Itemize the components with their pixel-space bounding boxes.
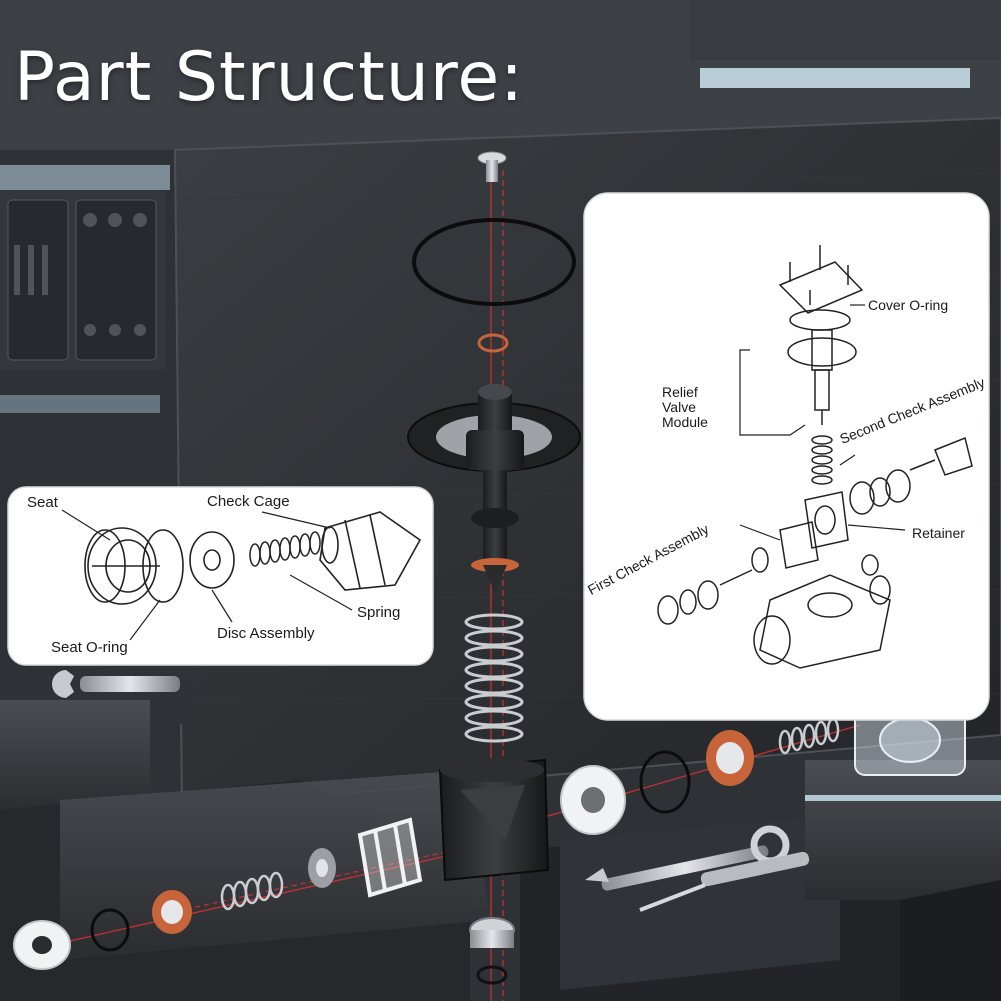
label-spring: Spring: [357, 604, 401, 621]
label-relief-valve-line-3: Module: [662, 414, 708, 430]
left-disc-assembly-icon: [152, 890, 192, 934]
left-callout-leaders: [61, 509, 353, 641]
right-callout-leaders: [739, 304, 906, 541]
cover-o-ring-icon: [412, 218, 576, 306]
wrench-icon: [52, 670, 180, 698]
relief-spring-diagram-icon: [811, 435, 833, 485]
page-title: Part Structure:: [14, 38, 525, 117]
right-callout-card: [583, 192, 990, 721]
left-small-spring-icon: [220, 871, 284, 911]
retainer-diagram-icon: [804, 491, 849, 549]
label-disc-assembly: Disc Assembly: [217, 625, 315, 642]
right-row-parts: [560, 682, 966, 835]
label-relief-valve-line-2: Valve: [662, 399, 696, 415]
label-retainer: Retainer: [912, 525, 965, 541]
white-cage-icon: [357, 817, 423, 898]
label-cover-o-ring: Cover O-ring: [868, 297, 949, 313]
disc-assembly-diagram-icon: [189, 531, 235, 589]
left-cone-disc-icon: [308, 848, 336, 888]
left-o-ring-icon: [90, 908, 130, 952]
check-cage-diagram-icon: [319, 511, 422, 591]
check-cage-black-icon: [438, 758, 550, 882]
spring-diagram-icon: [249, 531, 321, 567]
screwdriver-icon: [639, 851, 810, 912]
seat-diagram-icon: [84, 527, 160, 605]
label-seat: Seat: [27, 494, 58, 511]
seat-o-ring-diagram-icon: [142, 529, 184, 603]
exploded-parts-stack: [407, 151, 581, 985]
relief-valve-diagram-icon: [787, 329, 857, 425]
right-disc-assembly-icon: [706, 730, 754, 786]
cover-diagram-icon: [778, 245, 864, 314]
white-seat-icon: [13, 920, 71, 970]
valve-body-diagram-icon: [753, 554, 891, 669]
label-seat-o-ring: Seat O-ring: [51, 639, 128, 656]
label-check-cage: Check Cage: [207, 493, 290, 510]
second-check-diagram-icon: [849, 436, 973, 515]
valve-stem-icon: [471, 470, 519, 593]
bottom-retainer-icon: [469, 917, 515, 985]
right-o-ring-icon: [639, 750, 691, 814]
white-bushing-icon: [560, 765, 626, 835]
small-orange-o-ring-icon: [477, 333, 509, 353]
label-relief-valve-line-1: Relief: [662, 384, 698, 400]
screw-icon: [477, 151, 507, 182]
vertical-spring-icon: [464, 613, 524, 743]
first-check-diagram-icon: [657, 521, 819, 625]
left-row-parts: [13, 817, 423, 970]
left-callout-card: [7, 486, 434, 666]
